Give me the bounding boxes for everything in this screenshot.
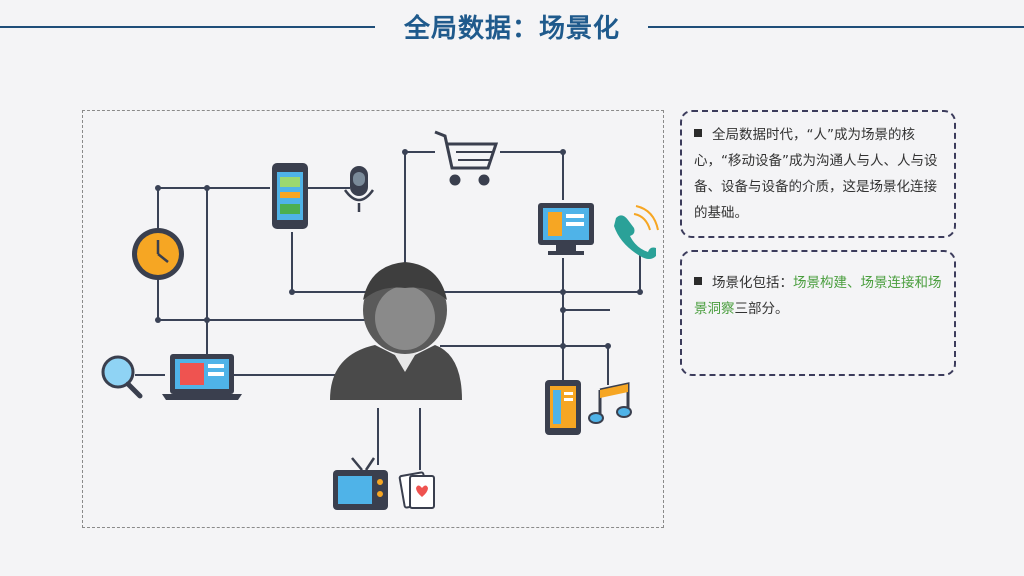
title-line-right [648, 26, 1024, 28]
shopping-cart-icon [434, 130, 499, 186]
magnifier-icon [101, 355, 143, 399]
note-prefix: 场景化包括： [712, 275, 793, 291]
monitor-icon [538, 203, 594, 255]
television-icon [333, 457, 388, 510]
bullet-square [694, 129, 702, 137]
page-title: 全局数据：场景化 [389, 14, 634, 44]
clock-icon [132, 228, 184, 280]
title-line-left [0, 26, 375, 28]
diagram-frame [82, 110, 664, 528]
note-text-data-era: 全局数据时代，“人”成为场景的核心，“移动设备”成为沟通人与人、人与设备、设备与… [694, 127, 938, 221]
tablet-icon [545, 380, 581, 435]
note-box-scenario-parts: 场景化包括：场景构建、场景连接和场景洞察三部分。 [680, 250, 956, 376]
person-icon [330, 262, 462, 400]
page-title-wrap: 全局数据：场景化 [0, 8, 1024, 45]
note-highlight: 场景构建、场景连接和场景洞察 [694, 275, 942, 317]
title-bar: 全局数据：场景化 [0, 0, 1024, 52]
music-note-icon [588, 382, 632, 424]
phone-handset-icon [614, 205, 659, 259]
smartphone-icon [272, 163, 308, 229]
connector-dots [155, 149, 643, 349]
playing-cards-icon [398, 471, 435, 509]
note-box-data-era: 全局数据时代，“人”成为场景的核心，“移动设备”成为沟通人与人、人与设备、设备与… [680, 110, 956, 238]
note-suffix: 三部分。 [734, 301, 789, 317]
laptop-icon [162, 354, 242, 400]
bullet-square [694, 277, 702, 285]
microphone-icon [343, 166, 375, 212]
